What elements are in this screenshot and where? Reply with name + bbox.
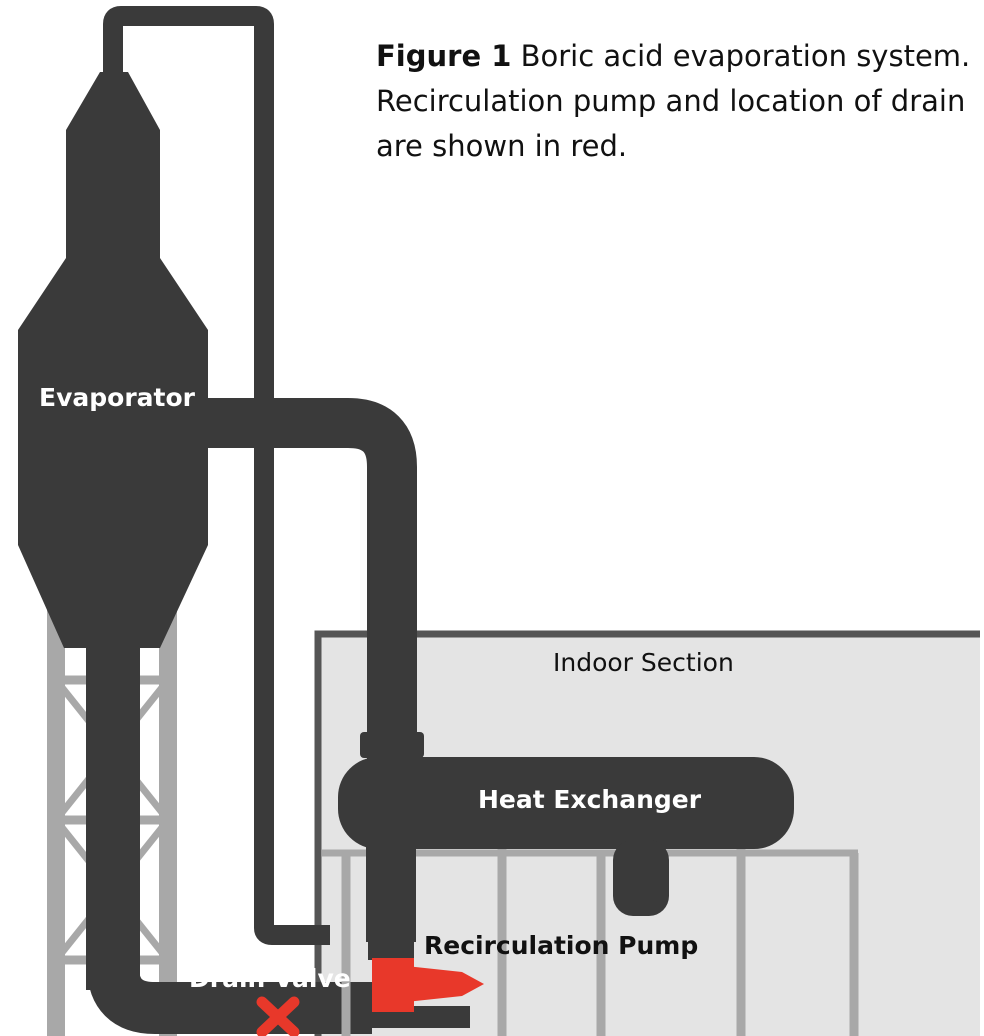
heat-exchanger-body [338, 757, 794, 849]
drain-valve-label: Drain Valve [189, 964, 351, 993]
recirculation-pump-label: Recirculation Pump [424, 931, 699, 960]
recirculation-pump-discharge [406, 966, 484, 1002]
caption-lead: Figure 1 [376, 39, 512, 73]
drain-valve-marker [256, 996, 300, 1036]
pump-suction-flange [368, 938, 414, 960]
evaporator-vessel [18, 72, 208, 990]
drain-line [87, 960, 372, 1034]
pipe-flange [360, 732, 424, 758]
vapor-loop-pipe [103, 5, 330, 945]
evaporator-label: Evaporator [39, 383, 195, 412]
evaporator-neck [106, 60, 122, 80]
heat-exchanger-support-stand [322, 840, 859, 1036]
indoor-section-label: Indoor Section [553, 648, 734, 677]
caption-text: Boric acid evaporation system. Recircula… [376, 39, 971, 163]
figure-caption: Figure 1 Boric acid evaporation system. … [376, 34, 976, 169]
heat-exchanger-outlet-nozzle [613, 840, 669, 916]
indoor-section-border [314, 630, 980, 1036]
heat-exchanger-label: Heat Exchanger [478, 785, 702, 814]
pump-suction-pipe [366, 840, 416, 942]
evaporator-outlet-pipe [205, 398, 417, 780]
